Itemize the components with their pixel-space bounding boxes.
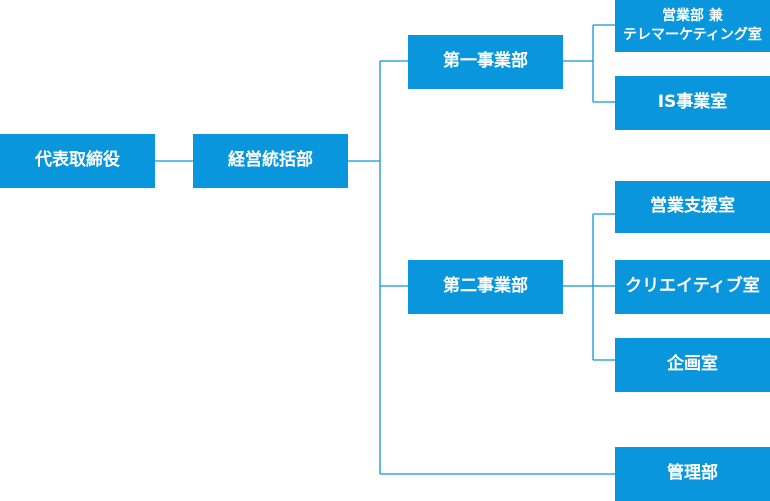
is-division-label: IS事業室 [657,92,728,113]
ceo-label: 代表取締役 [35,150,120,171]
box-ceo: 代表取締役 [0,134,155,188]
sales-telemarketing-labels: 営業部 兼 テレマーケティング室 [623,7,762,45]
box-management: 管理部 [615,447,770,501]
box-sales-support: 営業支援室 [615,181,770,233]
telemarketing-label: テレマーケティング室 [623,27,762,43]
box-creative: クリエイティブ室 [615,260,770,314]
box-division1: 第一事業部 [408,35,563,89]
management-label: 管理部 [667,463,718,484]
planning-label: 企画室 [667,354,718,375]
box-is-division: IS事業室 [615,76,770,130]
box-planning: 企画室 [615,338,770,392]
box-general-management: 経営統括部 [193,134,348,188]
creative-label: クリエイティブ室 [625,276,760,297]
box-division2: 第二事業部 [408,260,563,314]
division1-label: 第一事業部 [443,51,528,72]
sales-support-label: 営業支援室 [650,196,735,217]
division2-label: 第二事業部 [443,276,528,297]
box-sales-telemarketing: 営業部 兼 テレマーケティング室 [615,0,770,52]
sales-label: 営業部 兼 [662,8,723,25]
general-management-label: 経営統括部 [228,150,313,171]
